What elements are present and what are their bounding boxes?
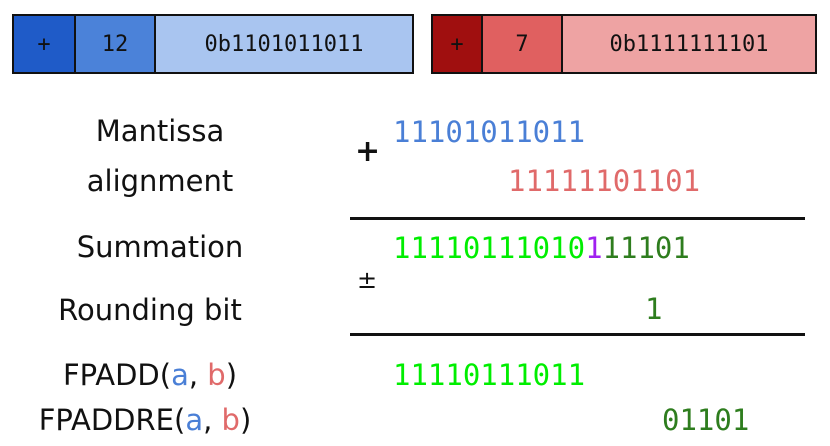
fpaddre-close: ): [239, 403, 252, 437]
fpaddre-arg-b: b: [221, 403, 240, 437]
fpadd-arg-b: b: [207, 358, 226, 392]
aligned-mantissa-b: 11111101101: [508, 164, 701, 198]
fpadd-close: ): [225, 358, 238, 392]
summation-bits: 11110111010111101: [393, 231, 690, 265]
label-mantissa: Mantissa: [95, 114, 225, 148]
aligned-mantissa-a: 11101011011: [393, 115, 586, 149]
summation-bits-low: 11101: [602, 231, 690, 265]
operand-a-mantissa: 0b1101011011: [156, 16, 412, 72]
plus-operator: +: [355, 134, 381, 169]
summation-rounding-position-bit: 1: [585, 231, 603, 265]
fpadd-result: 11110111011: [393, 358, 586, 392]
fpadd-prefix: FPADD(: [62, 358, 172, 392]
operand-a-exponent: 12: [76, 16, 156, 72]
fpadd-arg-a: a: [171, 358, 189, 392]
operand-a-box: + 12 0b1101011011: [12, 14, 414, 74]
fpadd-sep: ,: [188, 358, 208, 392]
fpaddre-arg-a: a: [185, 403, 204, 437]
operand-b-box: + 7 0b1111111101: [431, 14, 817, 74]
plus-minus-operator: ±: [357, 266, 378, 294]
divider-1: [350, 217, 805, 220]
label-fpaddre: FPADDRE(a, b): [0, 403, 290, 437]
label-summation: Summation: [76, 230, 244, 264]
fpaddre-sep: ,: [203, 403, 222, 437]
label-fpadd: FPADD(a, b): [10, 358, 290, 392]
label-alignment: alignment: [86, 164, 234, 198]
fpaddre-prefix: FPADDRE(: [38, 403, 186, 437]
rounding-bit-value: 1: [645, 292, 663, 326]
divider-2: [350, 333, 805, 336]
summation-bits-high: 1111011101: [393, 231, 568, 265]
operand-b-mantissa: 0b1111111101: [563, 16, 815, 72]
operand-a-sign: +: [14, 16, 76, 72]
operand-b-exponent: 7: [483, 16, 563, 72]
summation-bits-mid: 0: [567, 231, 586, 265]
fpaddre-result: 01101: [662, 403, 750, 437]
label-rounding-bit: Rounding bit: [58, 293, 242, 327]
operand-b-sign: +: [433, 16, 483, 72]
